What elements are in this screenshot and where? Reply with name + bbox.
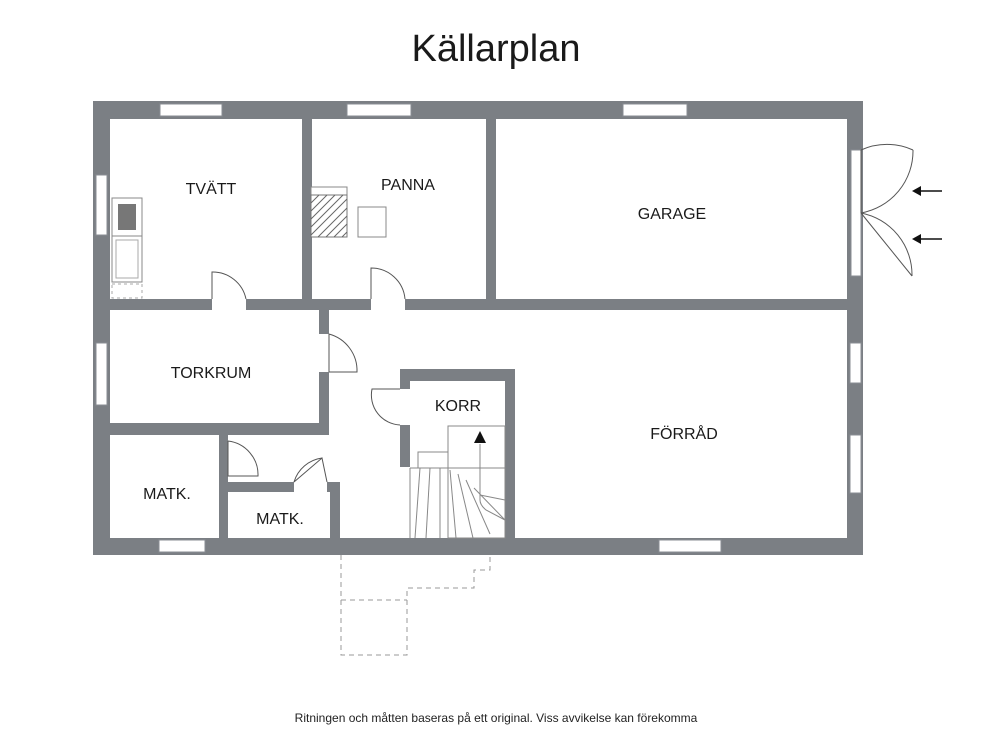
- arrow-up-icon: [474, 431, 486, 443]
- window: [849, 434, 862, 494]
- window: [95, 342, 108, 406]
- washing-machine-icon: [111, 197, 143, 299]
- room-label-korr: KORR: [435, 398, 481, 415]
- window: [95, 174, 108, 236]
- disclaimer-footer: Ritningen och måtten baseras på ett orig…: [294, 711, 698, 725]
- arrow-icon: [912, 186, 942, 244]
- window: [622, 103, 688, 117]
- room-label-garage: GARAGE: [638, 206, 706, 223]
- window: [850, 149, 862, 277]
- window: [159, 103, 223, 117]
- room-label-torkrum: TORKRUM: [171, 365, 252, 382]
- room-label-forrad: FÖRRÅD: [650, 424, 718, 443]
- room-label-matk-1: MATK.: [143, 486, 191, 503]
- boiler-icon: [310, 186, 387, 238]
- windows: [95, 103, 862, 553]
- room-label-panna: PANNA: [381, 177, 435, 194]
- outdoor-steps: [340, 555, 491, 656]
- room-label-tvatt: TVÄTT: [186, 180, 237, 198]
- window: [158, 539, 206, 553]
- window: [658, 539, 722, 553]
- interior-walls: [110, 119, 847, 538]
- plan-title: Källarplan: [411, 28, 581, 70]
- outer-walls: [93, 101, 863, 555]
- window: [346, 103, 412, 117]
- doors: [211, 267, 406, 483]
- window: [849, 342, 862, 384]
- garage-doors: [860, 143, 914, 277]
- staircase: [409, 425, 506, 539]
- room-label-matk-2: MATK.: [256, 511, 304, 528]
